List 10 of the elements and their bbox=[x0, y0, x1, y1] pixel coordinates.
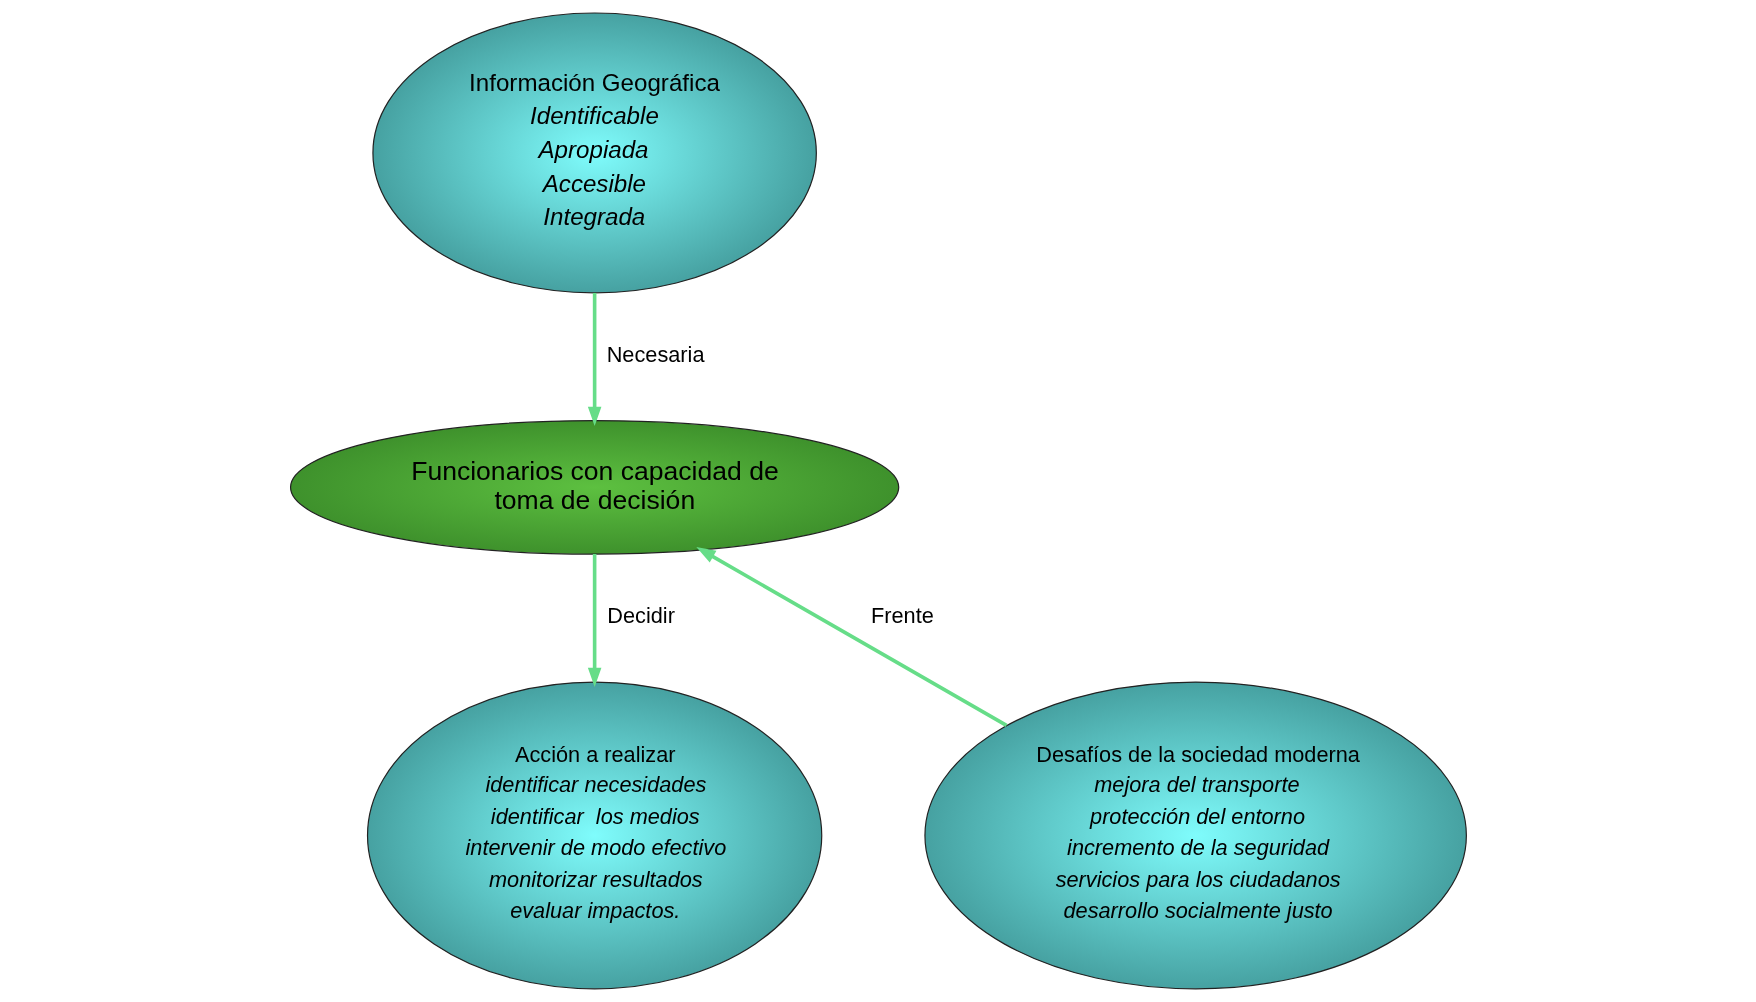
arrow bbox=[695, 547, 1007, 727]
node-ellipse: Información Geográfica Identificable Apropiada Accesible Integrada bbox=[371, 12, 817, 294]
arrow bbox=[587, 293, 601, 427]
edge-label: Decidir bbox=[606, 603, 675, 629]
edge-label: Frente bbox=[870, 603, 934, 629]
node-ellipse: Desafíos de la sociedad moderna mejora del transporte protección del entorno incremento de la seguridad servicios para los ciudadanos desarrollo socialmente justo bbox=[923, 681, 1467, 990]
arrow bbox=[587, 554, 601, 688]
node-ellipse: Funcionarios con capacidad de toma de decisión bbox=[289, 420, 899, 555]
edge-label: Necesaria bbox=[606, 342, 704, 368]
node-ellipse: Acción a realizar identificar necesidades identificar los medios intervenir de modo efectivo monitorizar resultados evaluar impactos. bbox=[366, 681, 822, 990]
